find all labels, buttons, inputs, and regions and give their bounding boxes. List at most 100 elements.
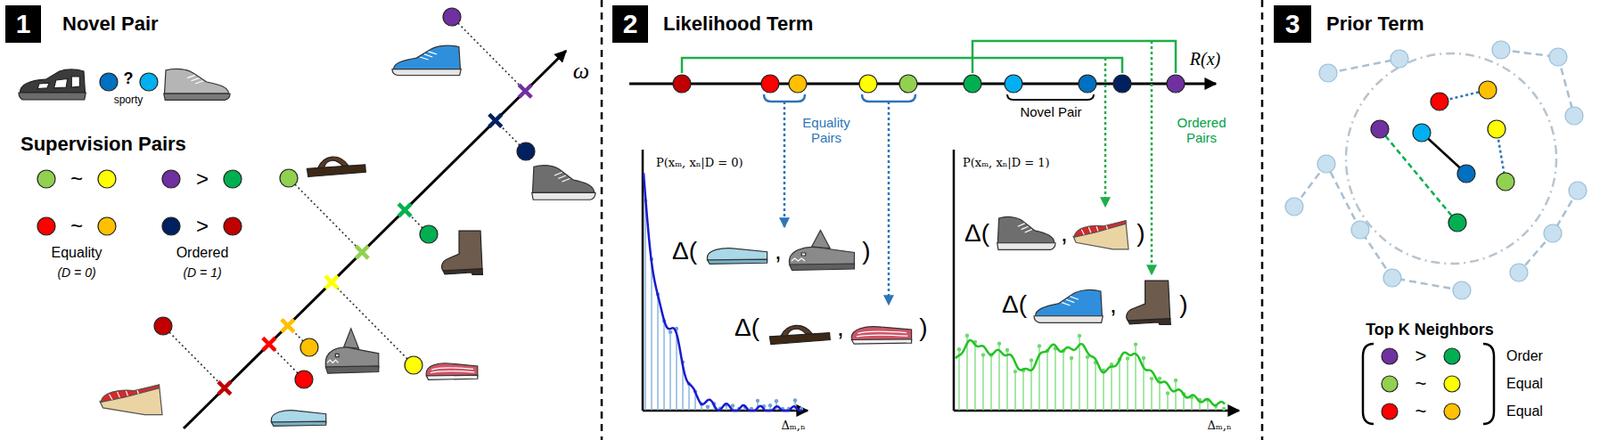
neighbor-dot <box>1383 269 1402 288</box>
cross-mark <box>518 84 532 98</box>
delta-close: ) <box>861 237 870 266</box>
axis-label: R(x) <box>1189 49 1221 70</box>
neighbor-dot <box>1509 263 1528 282</box>
stem-dot <box>1005 348 1010 353</box>
cross-mark <box>489 114 502 127</box>
panel-title: Likelihood Term <box>663 12 813 35</box>
relation-symbol: ~ <box>1415 400 1428 423</box>
stem-dot <box>793 398 797 403</box>
histogram-stem <box>1046 351 1048 411</box>
delta-comma: , <box>774 237 782 266</box>
stem-dot <box>1165 391 1170 395</box>
shoe-picture <box>706 248 767 265</box>
stem-dot <box>957 347 961 352</box>
color-dot <box>1457 164 1476 183</box>
histogram-stem <box>1126 358 1128 411</box>
relation-symbol: > <box>196 166 209 192</box>
shoe-picture <box>997 216 1056 250</box>
shoe-picture <box>788 230 854 271</box>
shoe-part <box>392 69 461 76</box>
histogram-stem <box>966 336 968 411</box>
stem-dot <box>1157 377 1162 381</box>
shoe-part <box>442 230 483 272</box>
neighbor-dot <box>1543 224 1562 243</box>
shoe-part <box>706 259 767 264</box>
projection-line <box>163 326 225 389</box>
cross-mark <box>325 276 338 289</box>
density-curve <box>643 172 803 411</box>
shoe-part <box>37 76 80 90</box>
shoe-part <box>1126 280 1171 322</box>
histogram-stem <box>1022 370 1024 411</box>
section-title: Supervision Pairs <box>20 132 187 156</box>
color-dot <box>1381 403 1398 420</box>
dotted-arrow <box>1104 57 1108 207</box>
color-dot <box>98 217 116 236</box>
shoe-part <box>430 368 475 374</box>
pair-type: Equality <box>51 245 103 262</box>
ordered-bracket <box>972 41 1176 74</box>
neighbor-dot <box>1319 64 1338 83</box>
histogram-stem <box>1094 362 1096 411</box>
question-mark: ? <box>123 69 134 89</box>
color-dot <box>788 74 807 93</box>
bracket-label: Equality Pairs <box>794 114 859 147</box>
shoe-picture <box>18 69 86 100</box>
plot-axis <box>952 149 956 411</box>
histogram-stem <box>1030 360 1032 411</box>
pair-code: (D = 1) <box>182 265 222 280</box>
shoe-picture <box>851 327 911 345</box>
shoe-part <box>18 92 86 100</box>
shoe-part <box>1074 221 1126 238</box>
projection-line <box>288 178 362 253</box>
shoe-picture <box>1033 289 1103 323</box>
stem-dot <box>1037 344 1042 348</box>
color-dot <box>37 170 56 189</box>
color-dot <box>443 8 461 26</box>
color-dot <box>1444 403 1461 420</box>
stem-dot <box>1029 358 1034 362</box>
matrix-bracket <box>1483 344 1494 425</box>
relation-symbol: ~ <box>70 213 83 239</box>
shoe-part <box>344 328 360 349</box>
color-dot <box>1166 74 1185 93</box>
color-dot <box>99 73 118 91</box>
color-dot <box>899 74 918 93</box>
shoe-picture <box>270 410 327 427</box>
color-dot <box>963 74 982 93</box>
color-dot <box>154 317 173 336</box>
projection-line <box>451 16 526 91</box>
relation-name: Equal <box>1506 376 1543 393</box>
plot-axis <box>953 410 1239 413</box>
pair-type: Ordered <box>176 245 230 262</box>
shoe-part <box>426 375 478 380</box>
histogram-stem <box>1110 364 1112 411</box>
shoe-part <box>1035 289 1103 316</box>
shoe-part <box>318 156 349 169</box>
histogram-stem <box>675 328 677 411</box>
neighbor-dot <box>1317 155 1336 173</box>
histogram-stem <box>688 384 690 411</box>
neighborhood-circle <box>1345 53 1557 264</box>
neighbor-link <box>1326 164 1361 230</box>
panel-number: 3 <box>1285 10 1301 38</box>
shoe-part <box>1073 221 1129 250</box>
panel-number: 2 <box>623 10 639 38</box>
shoe-part <box>164 93 230 100</box>
color-dot <box>295 370 313 389</box>
color-dot <box>1381 376 1398 393</box>
cross-mark <box>281 320 295 333</box>
panel-title: Novel Pair <box>62 12 159 35</box>
histogram-stem <box>1070 358 1072 411</box>
color-dot <box>761 74 780 93</box>
color-dot <box>1448 213 1467 232</box>
panel-number: 1 <box>16 10 32 38</box>
histogram-stem <box>1174 380 1176 411</box>
panel-title: Prior Term <box>1326 12 1425 35</box>
shoe-picture <box>532 165 596 201</box>
color-dot <box>419 225 438 244</box>
color-dot <box>1004 74 1023 93</box>
shoe-picture <box>1073 221 1129 250</box>
panel-number-badge: 2 <box>612 5 649 43</box>
